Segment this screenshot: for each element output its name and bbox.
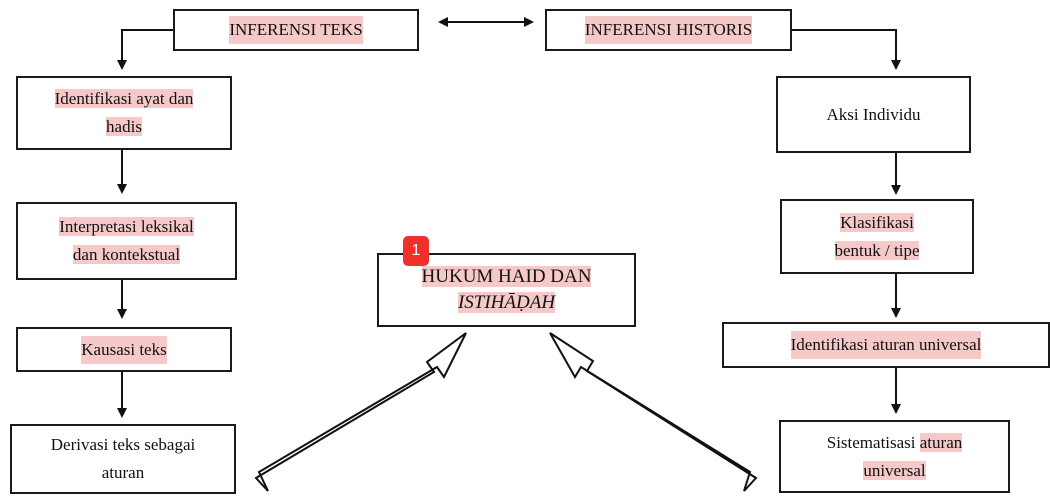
- node-label-line2: aturan: [101, 463, 145, 482]
- node-inferensi-historis: INFERENSI HISTORIS: [545, 9, 792, 51]
- annotation-badge: 1: [403, 236, 429, 266]
- arrow-teks-to-identifikasi: [117, 29, 176, 70]
- node-label-line1: Identifikasi ayat dan: [54, 89, 194, 108]
- hollow-arrow-left: [254, 332, 467, 492]
- node-klasifikasi: Klasifikasi bentuk / tipe: [780, 199, 974, 274]
- node-interpretasi: Interpretasi leksikal dan kontekstual: [16, 202, 237, 280]
- arrow-historis-to-aksi: [790, 29, 901, 70]
- node-label: Kausasi teks: [81, 335, 167, 364]
- node-label-line2: universal: [863, 460, 926, 480]
- hollow-arrow-right: [549, 332, 758, 492]
- node-kausasi: Kausasi teks: [16, 327, 232, 372]
- node-identifikasi-ayat: Identifikasi ayat dan hadis: [16, 76, 232, 150]
- node-sistematisasi: Sistematisasi aturan universal: [779, 420, 1010, 493]
- node-label: Identifikasi aturan universal: [790, 331, 982, 359]
- node-label-line1a: Sistematisasi: [826, 432, 920, 452]
- node-label-line2: hadis: [106, 117, 142, 136]
- node-label-line1b: aturan: [919, 432, 963, 452]
- node-label-line2: dan kontekstual: [72, 245, 181, 264]
- node-label-line1: Klasifikasi: [840, 212, 914, 232]
- node-label: INFERENSI TEKS: [229, 16, 363, 44]
- node-label-line2: ISTIHĀḌAH: [457, 292, 556, 313]
- node-label-line1: Interpretasi leksikal: [59, 217, 194, 236]
- node-label-line2: bentuk / tipe: [834, 240, 920, 260]
- node-label-line1: HUKUM HAID DAN: [421, 266, 592, 287]
- node-label: Aksi Individu: [826, 104, 921, 124]
- node-identifikasi-aturan: Identifikasi aturan universal: [722, 322, 1050, 368]
- node-aksi-individu: Aksi Individu: [776, 76, 971, 153]
- node-label-line1: Derivasi teks sebagai: [50, 435, 196, 454]
- node-hukum-haid: HUKUM HAID DAN ISTIHĀḌAH: [377, 253, 636, 327]
- node-inferensi-teks: INFERENSI TEKS: [173, 9, 419, 51]
- node-label: INFERENSI HISTORIS: [584, 16, 753, 44]
- node-derivasi: Derivasi teks sebagai aturan: [10, 424, 236, 494]
